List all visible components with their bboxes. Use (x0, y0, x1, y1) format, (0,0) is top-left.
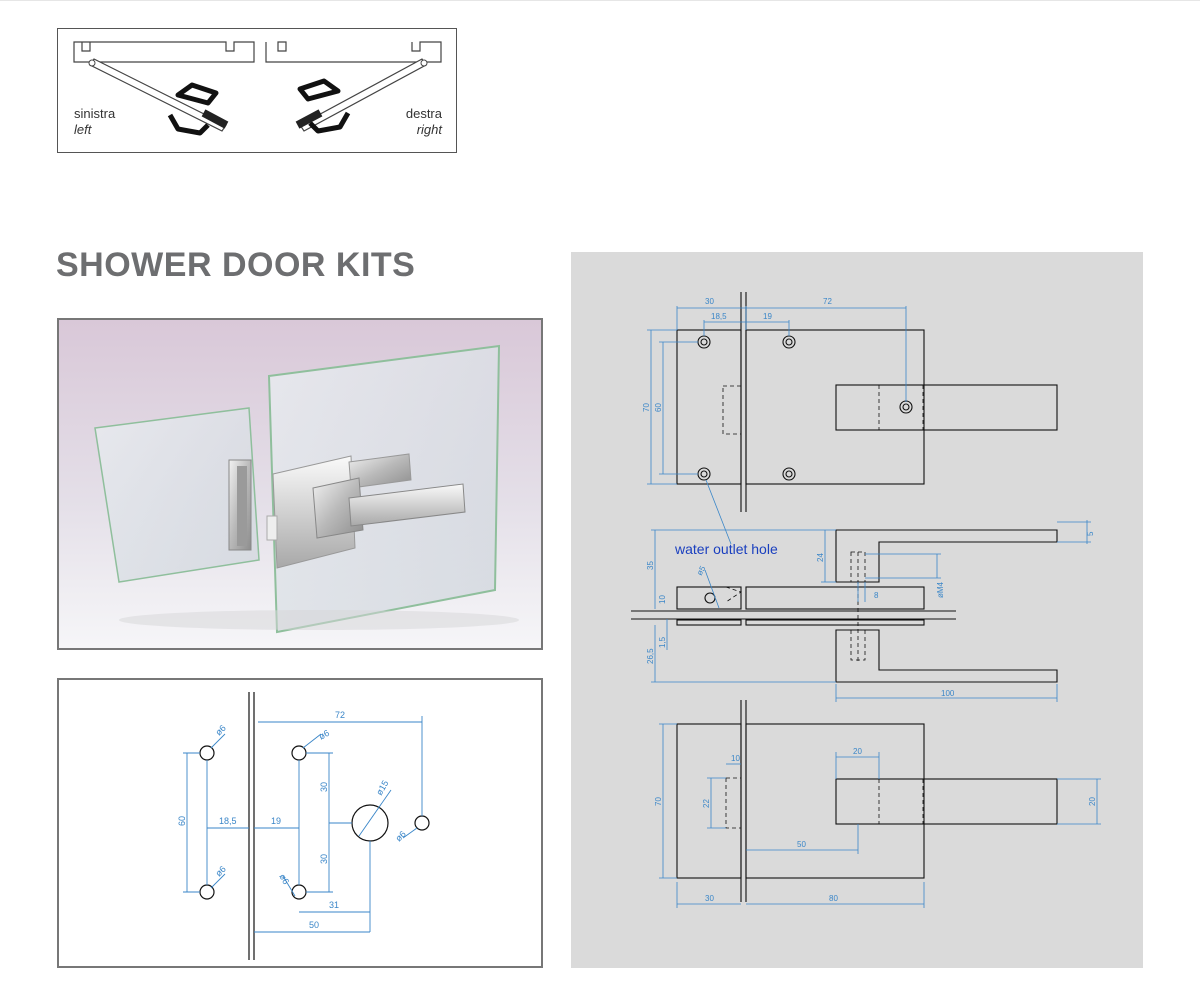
top-dim-18-5: 18,5 (711, 312, 727, 321)
drill-dim-phi6-e: ø6 (393, 829, 408, 844)
left-label-en: left (74, 122, 92, 137)
handing-diagram: sinistra left destra right (57, 28, 457, 153)
drill-dim-50: 50 (309, 920, 319, 930)
bottom-dim-10: 10 (731, 754, 740, 763)
bottom-dim-80: 80 (829, 894, 838, 903)
side-dim-8: 8 (874, 591, 879, 600)
side-dim-1-5: 1,5 (658, 636, 667, 648)
technical-drawing-views: 30 72 18,5 19 70 60 (631, 292, 1101, 908)
drill-template-drawing: 72 60 18,5 19 30 30 31 50 ø6 ø6 ø6 ø6 ø6… (177, 692, 430, 960)
side-dim-35: 35 (646, 561, 655, 570)
handing-illustration (73, 41, 442, 136)
water-outlet-label: water outlet hole (674, 541, 778, 557)
drill-dim-18-5: 18,5 (219, 816, 237, 826)
side-dim-m4: øM4 (936, 581, 945, 598)
drill-dim-30b: 30 (319, 854, 329, 864)
drill-dim-phi6-a: ø6 (213, 723, 228, 738)
top-dim-19: 19 (763, 312, 772, 321)
drill-dim-60: 60 (177, 816, 187, 826)
left-label: sinistra left (74, 106, 115, 138)
bottom-dim-30: 30 (705, 894, 714, 903)
drill-template: 72 60 18,5 19 30 30 31 50 ø6 ø6 ø6 ø6 ø6… (57, 678, 543, 968)
product-render (57, 318, 543, 650)
bottom-dim-70: 70 (654, 797, 663, 806)
right-label-it: destra (405, 106, 442, 121)
drill-dim-19: 19 (271, 816, 281, 826)
bottom-dim-20a: 20 (853, 747, 862, 756)
technical-drawing: 30 72 18,5 19 70 60 (571, 252, 1143, 968)
right-label: destra right (406, 106, 442, 138)
drill-dim-phi6-b: ø6 (213, 864, 228, 879)
side-dim-26-5: 26,5 (646, 648, 655, 664)
product-render-image (59, 320, 541, 648)
top-dim-72: 72 (823, 297, 832, 306)
drill-dim-phi6-c: ø6 (317, 728, 331, 742)
bottom-dim-50: 50 (797, 840, 806, 849)
drill-dim-31: 31 (329, 900, 339, 910)
top-dim-60: 60 (654, 403, 663, 412)
side-dim-100: 100 (941, 689, 955, 698)
top-dim-70: 70 (642, 403, 651, 412)
page-title: SHOWER DOOR KITS (56, 246, 416, 284)
bottom-dim-20b: 20 (1088, 797, 1097, 806)
side-dim-10: 10 (658, 595, 667, 604)
top-dim-30: 30 (705, 297, 714, 306)
side-dim-24: 24 (816, 553, 825, 562)
side-dim-5: 5 (1086, 531, 1095, 536)
drill-dim-30a: 30 (319, 782, 329, 792)
right-label-en: right (416, 122, 442, 137)
left-label-it: sinistra (74, 106, 116, 121)
top-divider (0, 0, 1200, 1)
side-dim-phi5: ø5 (695, 564, 708, 577)
bottom-dim-22: 22 (702, 799, 711, 808)
drill-dim-72: 72 (335, 710, 345, 720)
drill-dim-phi6-d: ø6 (277, 872, 291, 886)
